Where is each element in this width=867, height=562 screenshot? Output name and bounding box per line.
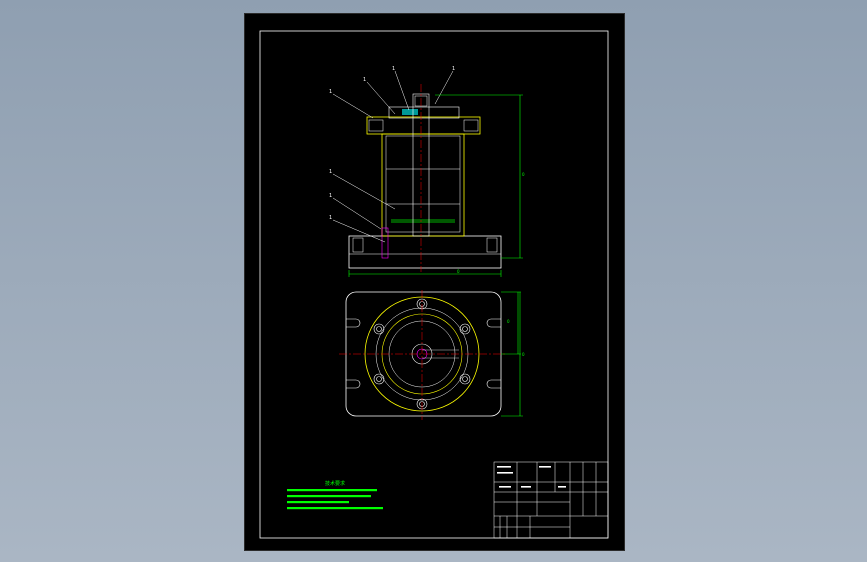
top-cap	[388, 106, 460, 119]
title-block	[493, 461, 609, 539]
dim-depth: 0	[522, 352, 525, 357]
border-frame	[259, 30, 609, 539]
dim-width: 0	[457, 269, 460, 274]
balloon-7: 1	[329, 215, 333, 221]
base-plate	[348, 235, 502, 269]
notes-title: 技术要求	[325, 481, 346, 487]
balloon-1: 1	[329, 89, 333, 95]
balloon-3: 1	[392, 66, 396, 72]
balloon-5: 1	[329, 169, 333, 175]
drawing-canvas	[259, 30, 609, 539]
top-view	[339, 290, 523, 420]
base-slot-left	[352, 237, 364, 253]
drawing-sheet: 1 1 1 1 1 1 1 0 0 0 0 技术要求	[244, 13, 625, 551]
base-slot-right	[486, 237, 498, 253]
front-view	[332, 70, 523, 277]
balloon-6: 1	[329, 193, 333, 199]
technical-notes	[287, 489, 383, 510]
top-flange	[366, 116, 481, 135]
guide-pin	[381, 227, 389, 259]
balloon-4: 1	[452, 66, 456, 72]
dim-height: 0	[522, 172, 525, 177]
balloon-2: 1	[363, 77, 367, 83]
dim-half-depth: 0	[507, 319, 510, 324]
